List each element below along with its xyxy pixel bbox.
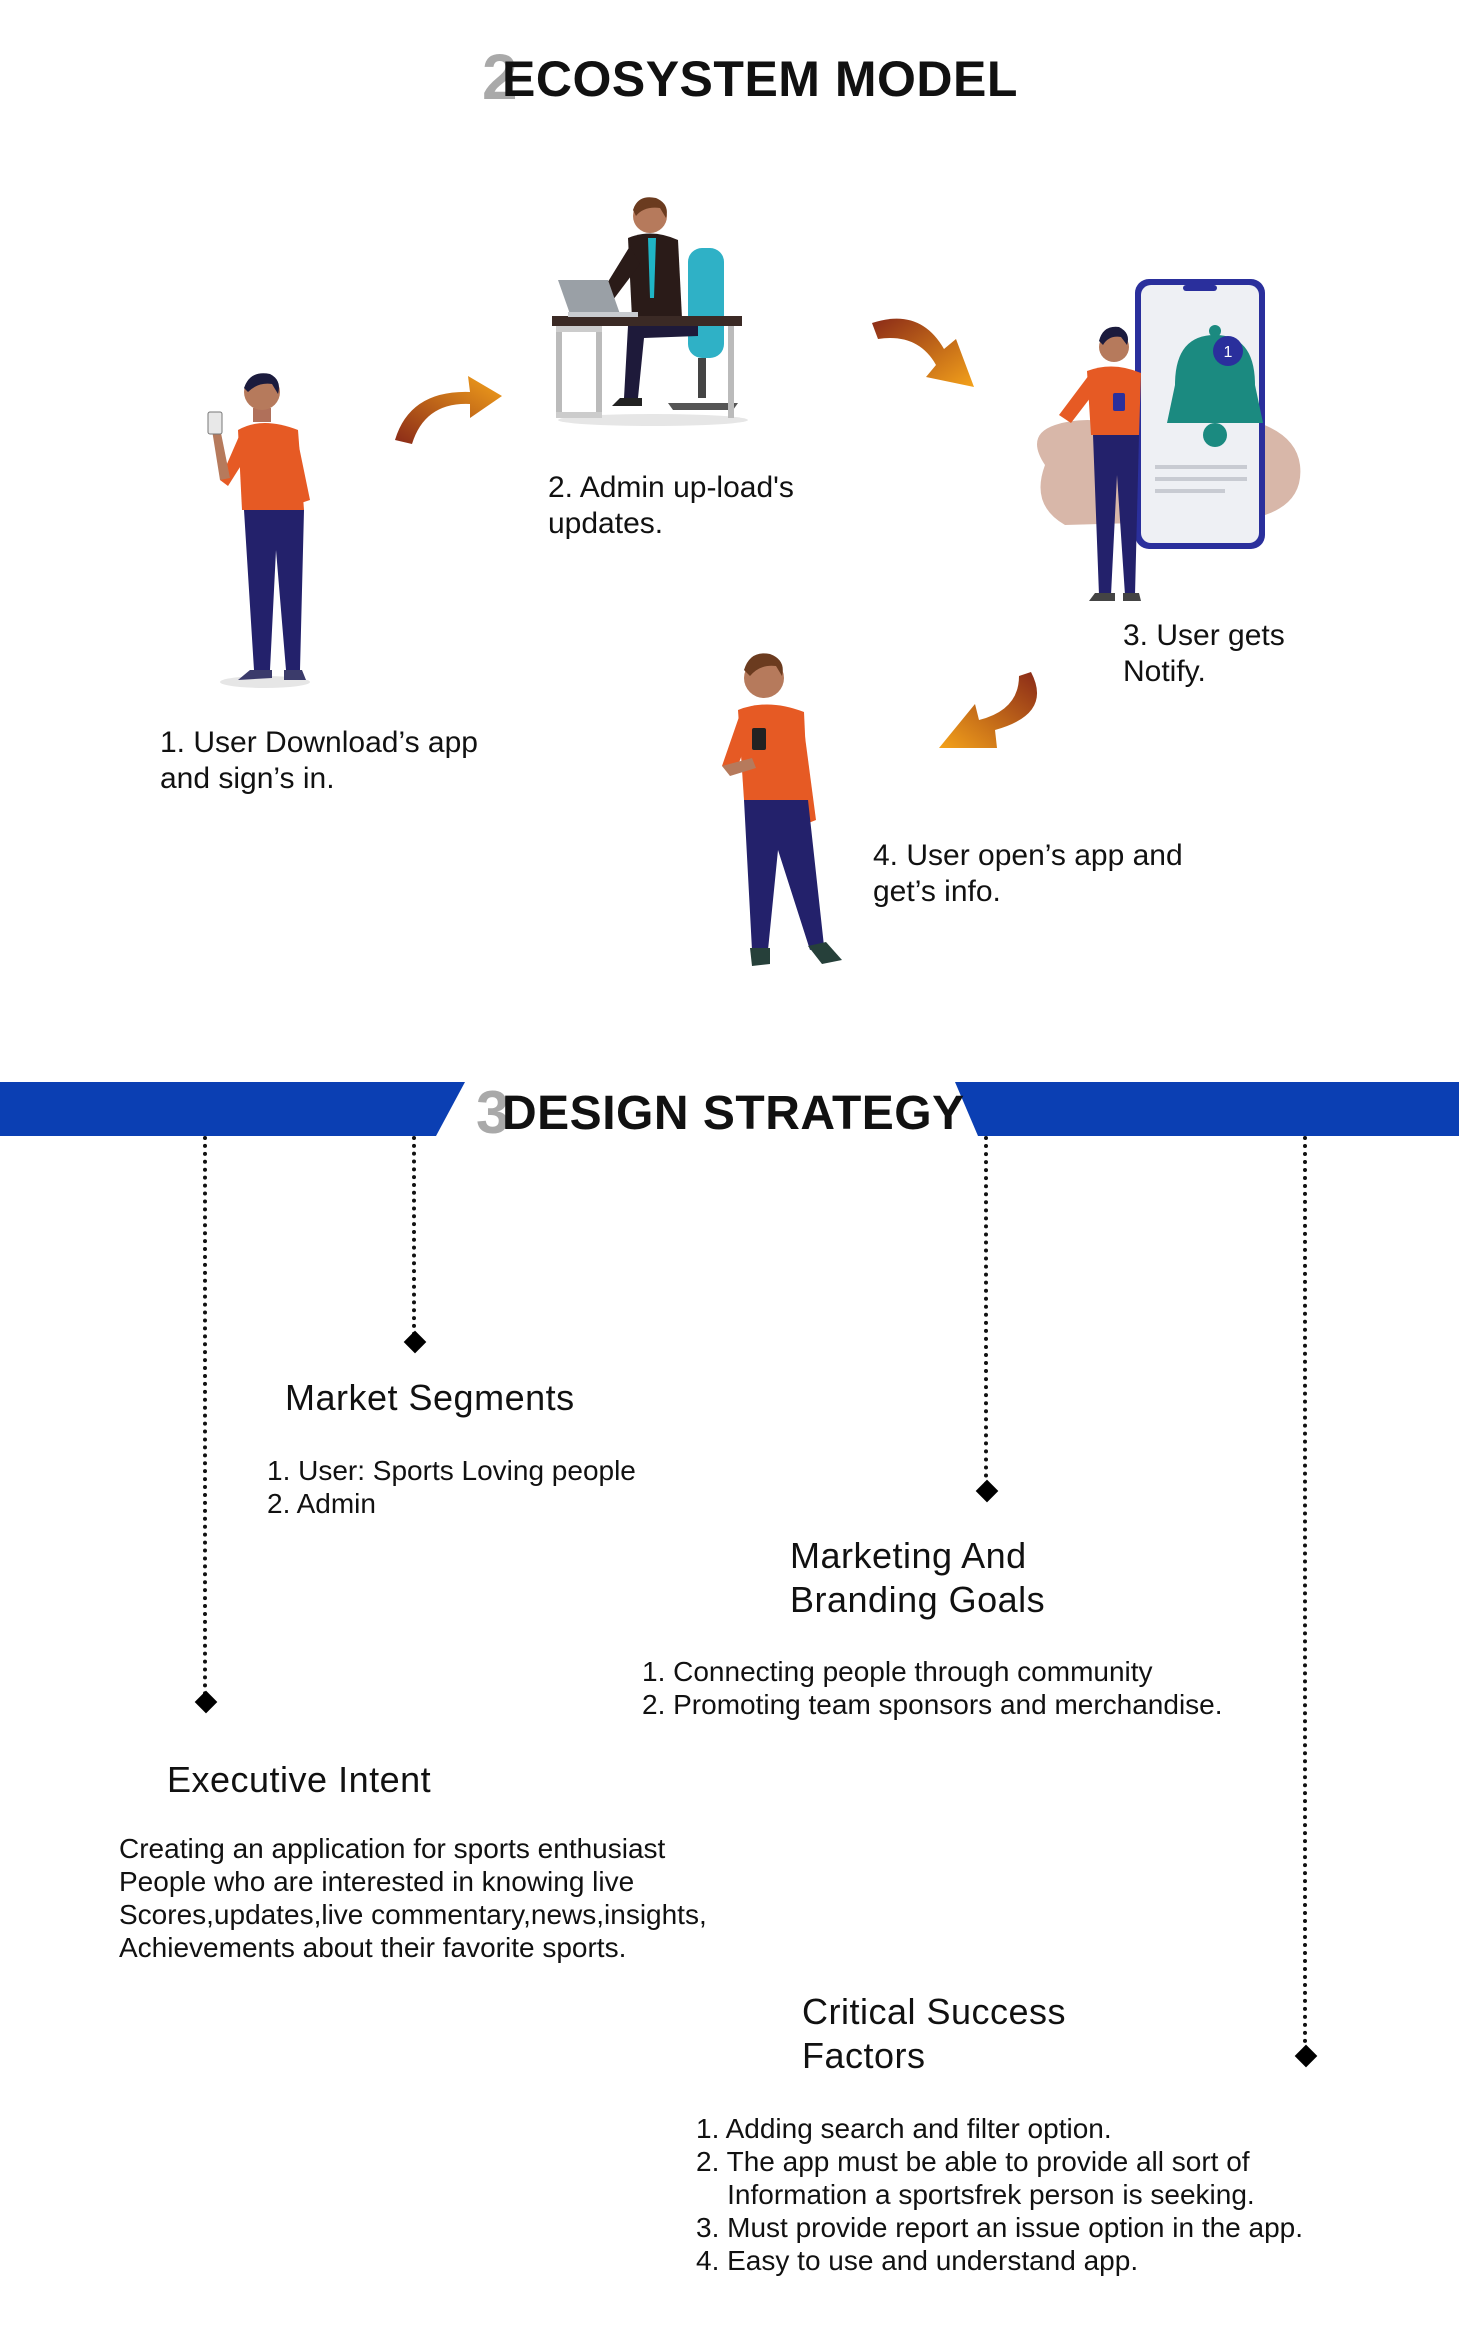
critical-success-list: 1. Adding search and filter option. 2. T… — [696, 2112, 1436, 2277]
ecosystem-section-title: ECOSYSTEM MODEL — [502, 51, 1018, 107]
arrow-down-right-icon — [872, 318, 974, 387]
arrow-right-icon — [395, 376, 502, 444]
design-strategy-section-title: DESIGN STRATEGY — [502, 1087, 965, 1140]
connector-executive-intent — [203, 1136, 207, 1696]
design-strategy-section-number: 3 — [476, 1079, 510, 1146]
user-notify-illustration: 1 — [1037, 279, 1301, 601]
user-open-app-illustration — [722, 653, 842, 966]
marketing-goals-heading: Marketing And Branding Goals — [790, 1535, 1046, 1620]
marketing-goals-item: 1. Connecting people through community — [642, 1656, 1153, 1687]
critical-success-item: Information a sportsfrek person is seeki… — [696, 2179, 1255, 2210]
marketing-goals-list: 1. Connecting people through community 2… — [642, 1655, 1442, 1721]
connector-marketing-goals-marker — [975, 1479, 999, 1503]
critical-success-item: 2. The app must be able to provide all s… — [696, 2146, 1250, 2177]
step-3-text: 3. User gets Notify. — [1123, 619, 1285, 688]
executive-intent-line: Achievements about their favorite sports… — [119, 1932, 627, 1963]
critical-success-heading: Critical Success Factors — [802, 1991, 1067, 2076]
step-1-text: 1. User Download’s app and sign’s in. — [160, 726, 478, 795]
market-segments-heading: Market Segments — [285, 1377, 575, 1418]
market-segments-list: 1. User: Sports Loving people 2. Admin — [267, 1454, 767, 1520]
connector-critical-success-marker — [1294, 2044, 1318, 2068]
critical-success-item: 3. Must provide report an issue option i… — [696, 2212, 1304, 2243]
connector-market-segments-marker — [403, 1330, 427, 1354]
market-segments-item: 1. User: Sports Loving people — [267, 1455, 636, 1486]
ecosystem-section-number: 2 — [482, 41, 518, 113]
step-4-text: 4. User open’s app and get’s info. — [873, 839, 1183, 908]
executive-intent-body: Creating an application for sports enthu… — [119, 1832, 879, 1964]
marketing-goals-item: 2. Promoting team sponsors and merchandi… — [642, 1689, 1223, 1720]
admin-desk-illustration — [552, 197, 748, 426]
connector-marketing-goals — [984, 1136, 988, 1486]
notification-badge-count: 1 — [1224, 344, 1233, 361]
arrow-down-left-icon — [939, 672, 1038, 748]
user-download-illustration — [207, 373, 310, 688]
executive-intent-heading: Executive Intent — [167, 1759, 432, 1800]
design-strategy-title: 3 DESIGN STRATEGY — [476, 1078, 996, 1148]
executive-intent-line: People who are interested in knowing liv… — [119, 1866, 635, 1897]
connector-critical-success — [1303, 1136, 1307, 2052]
connector-executive-intent-marker — [194, 1690, 218, 1714]
critical-success-item: 4. Easy to use and understand app. — [696, 2245, 1139, 2276]
step-2-text: 2. Admin up-load's updates. — [548, 471, 794, 540]
executive-intent-line: Scores,updates,live commentary,news,insi… — [119, 1899, 707, 1930]
ecosystem-title: 2 ECOSYSTEM MODEL — [482, 40, 1017, 120]
market-segments-item: 2. Admin — [267, 1488, 376, 1519]
design-strategy-banner — [0, 1082, 1459, 1136]
executive-intent-line: Creating an application for sports enthu… — [119, 1833, 666, 1864]
critical-success-item: 1. Adding search and filter option. — [696, 2113, 1112, 2144]
connector-market-segments — [412, 1136, 416, 1336]
